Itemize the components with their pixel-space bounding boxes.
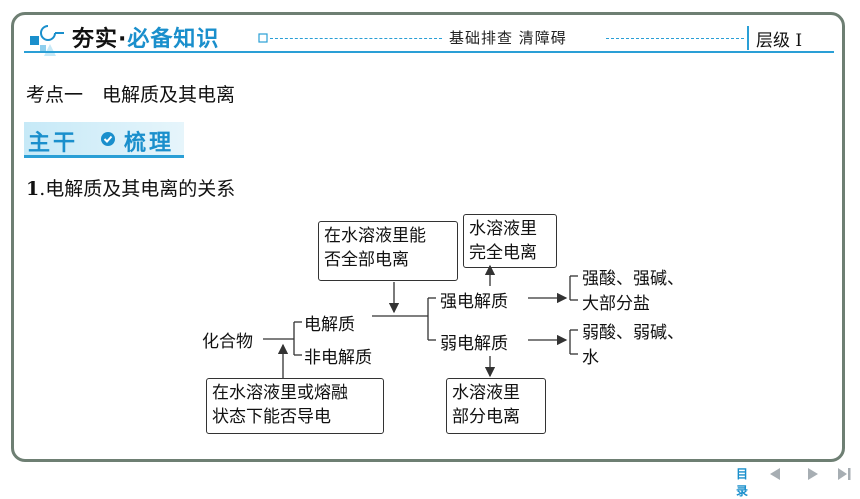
weak-examples-line1: 弱酸、弱碱、 [582, 323, 684, 343]
toc-link[interactable]: 目录 [736, 467, 749, 498]
header-rule [24, 51, 834, 53]
strong-electrolyte-label: 强电解质 [440, 292, 508, 312]
strong-examples-line1: 强酸、强碱、 [582, 269, 684, 289]
banner-left-text: 主干 [28, 131, 79, 156]
compound-label: 化合物 [202, 332, 253, 352]
non-electrolyte-label: 非电解质 [304, 348, 372, 368]
nav-arrows [770, 468, 851, 480]
weak-ionization-box: 水溶液里部分电离 [446, 378, 546, 434]
criterion-top-box: 在水溶液里能否全部电离 [318, 221, 458, 281]
header-dash-left [270, 38, 442, 39]
weak-examples-line2: 水 [582, 348, 599, 368]
strong-examples-line2: 大部分盐 [582, 294, 650, 314]
square-bullet-icon [258, 33, 268, 43]
header-subtitle: 基础排查 清障碍 [449, 29, 567, 47]
prev-icon[interactable] [770, 468, 780, 480]
banner-right-text: 梳理 [124, 131, 175, 156]
strong-ionization-box: 水溶液里完全电离 [463, 214, 557, 268]
slide-header: 夯实·必备知识 基础排查 清障碍 层级 Ⅰ [14, 20, 842, 56]
electrolyte-label: 电解质 [304, 315, 355, 335]
diagram-connectors [263, 264, 578, 378]
level-label: 层级 Ⅰ [756, 31, 803, 51]
main-banner: 主干 梳理 [24, 122, 184, 158]
subheading: 1.电解质及其电离的关系 [26, 178, 236, 200]
header-title: 夯实·必备知识 [72, 27, 220, 52]
next-icon[interactable] [808, 468, 818, 480]
last-icon[interactable] [838, 468, 847, 480]
section-logo-icon [30, 25, 64, 56]
header-dash-right [606, 38, 744, 39]
section-heading: 考点一 电解质及其电离 [26, 84, 236, 106]
header-separator [747, 26, 749, 50]
criterion-bottom-box: 在水溶液里或熔融状态下能否导电 [206, 378, 384, 434]
weak-electrolyte-label: 弱电解质 [440, 334, 508, 354]
slide-frame [11, 12, 845, 462]
check-circle-icon [101, 132, 115, 146]
